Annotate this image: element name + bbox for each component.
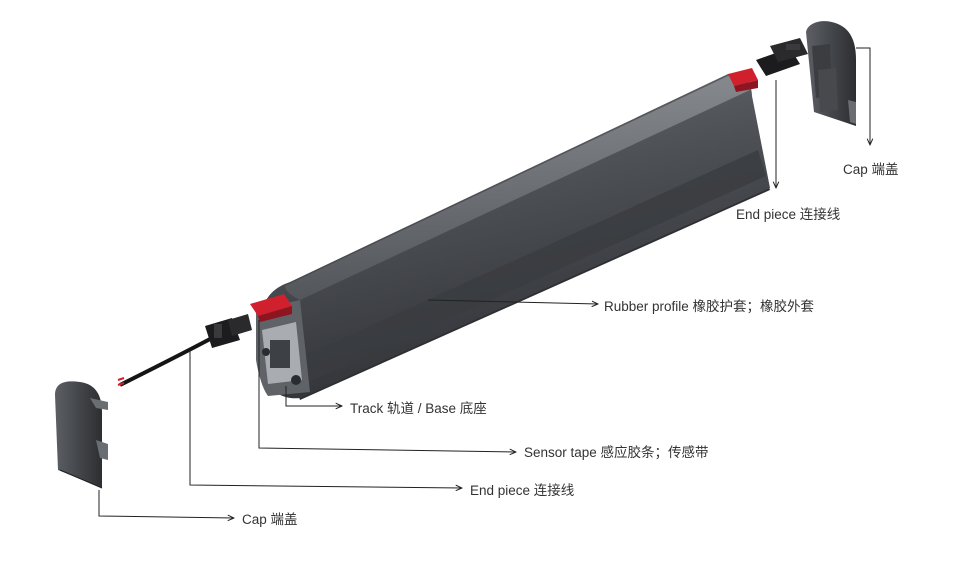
leader-track-base	[285, 386, 342, 406]
rubber-profile	[262, 73, 770, 400]
label-cap-left: Cap 端盖	[242, 512, 298, 527]
right-cap	[806, 21, 856, 126]
left-cap	[55, 381, 108, 489]
leader-cap-right	[856, 47, 870, 145]
label-cap-right: Cap 端盖	[843, 162, 899, 177]
right-end-piece-connector	[756, 38, 808, 76]
leader-lines	[98, 47, 870, 518]
sensor-tape-red-tabs	[250, 68, 758, 322]
label-end-piece-left: End piece 连接线	[470, 483, 575, 498]
leader-sensor-tape	[258, 320, 516, 452]
track-base-end-face	[256, 300, 310, 396]
leader-end-piece-left	[189, 350, 462, 488]
label-track-base: Track 轨道 / Base 底座	[350, 401, 487, 416]
left-end-piece-connector	[117, 314, 252, 387]
label-sensor-tape: Sensor tape 感应胶条；传感带	[524, 445, 709, 460]
leader-cap-left	[98, 490, 234, 518]
label-end-piece-right: End piece 连接线	[736, 207, 841, 222]
leader-rubber-profile	[427, 299, 598, 304]
label-rubber-profile: Rubber profile 橡胶护套；橡胶外套	[604, 299, 815, 314]
